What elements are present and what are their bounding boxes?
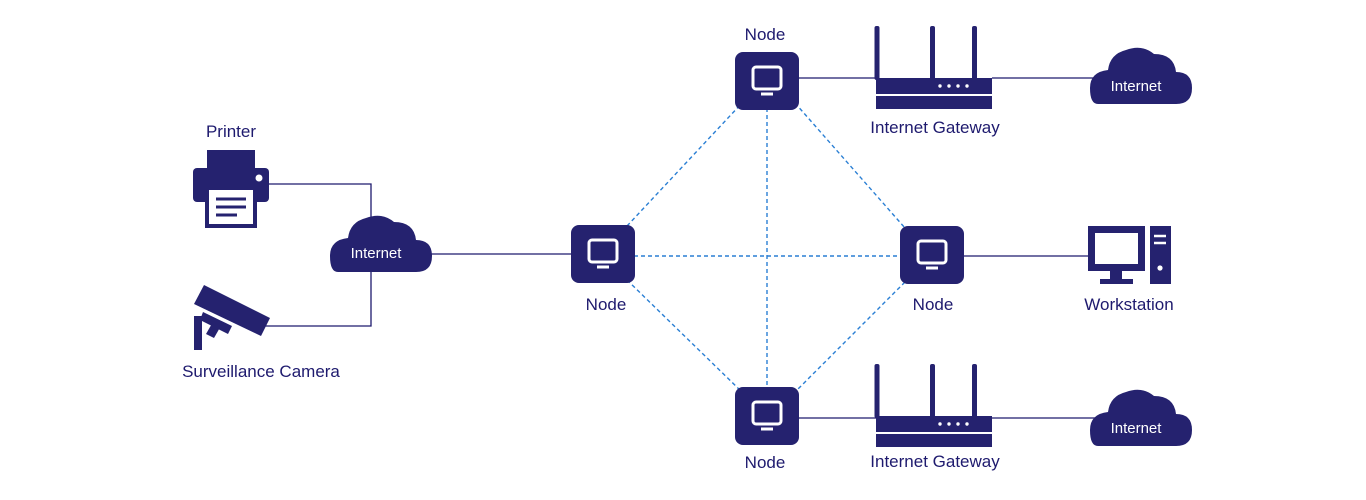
router-icon [874,26,992,109]
monitor-node-icon [569,223,637,285]
gateway-top: Internet Gateway [870,26,1000,137]
node-top: Node [733,25,801,112]
router-icon [874,364,992,447]
cloud-icon [1090,47,1192,104]
mesh-link-right-bottom [794,281,906,393]
monitor-node-icon [898,224,966,286]
node-left: Node [569,223,637,314]
node-top-label: Node [745,25,786,44]
cloud-left: Internet [330,215,432,272]
cloud-bottom: Internet [1090,389,1192,446]
mesh-link-left-top [626,102,743,227]
cloud-top-label: Internet [1111,78,1163,95]
camera-icon [194,285,270,350]
desktop-computer-icon [1088,226,1171,284]
gateway-bottom: Internet Gateway [870,364,1000,471]
cloud-left-label: Internet [351,245,403,262]
cloud-icon [330,215,432,272]
node-right: Node [898,224,966,314]
printer-icon [193,150,269,228]
printer-label: Printer [206,122,256,141]
cloud-bottom-label: Internet [1111,420,1163,437]
node-left-label: Node [586,295,627,314]
link-camera-cloud [262,268,372,327]
mesh-links [626,102,906,393]
workstation-label: Workstation [1084,295,1173,314]
monitor-node-icon [733,50,801,112]
node-bottom-label: Node [745,453,786,472]
node-right-label: Node [913,295,954,314]
mesh-link-left-bottom [626,279,743,393]
camera-label: Surveillance Camera [182,362,340,381]
cloud-icon [1090,389,1192,446]
monitor-node-icon [733,385,801,447]
cloud-top: Internet [1090,47,1192,104]
node-bottom: Node [733,385,801,472]
gateway-bottom-label: Internet Gateway [870,452,1000,471]
gateway-top-label: Internet Gateway [870,118,1000,137]
